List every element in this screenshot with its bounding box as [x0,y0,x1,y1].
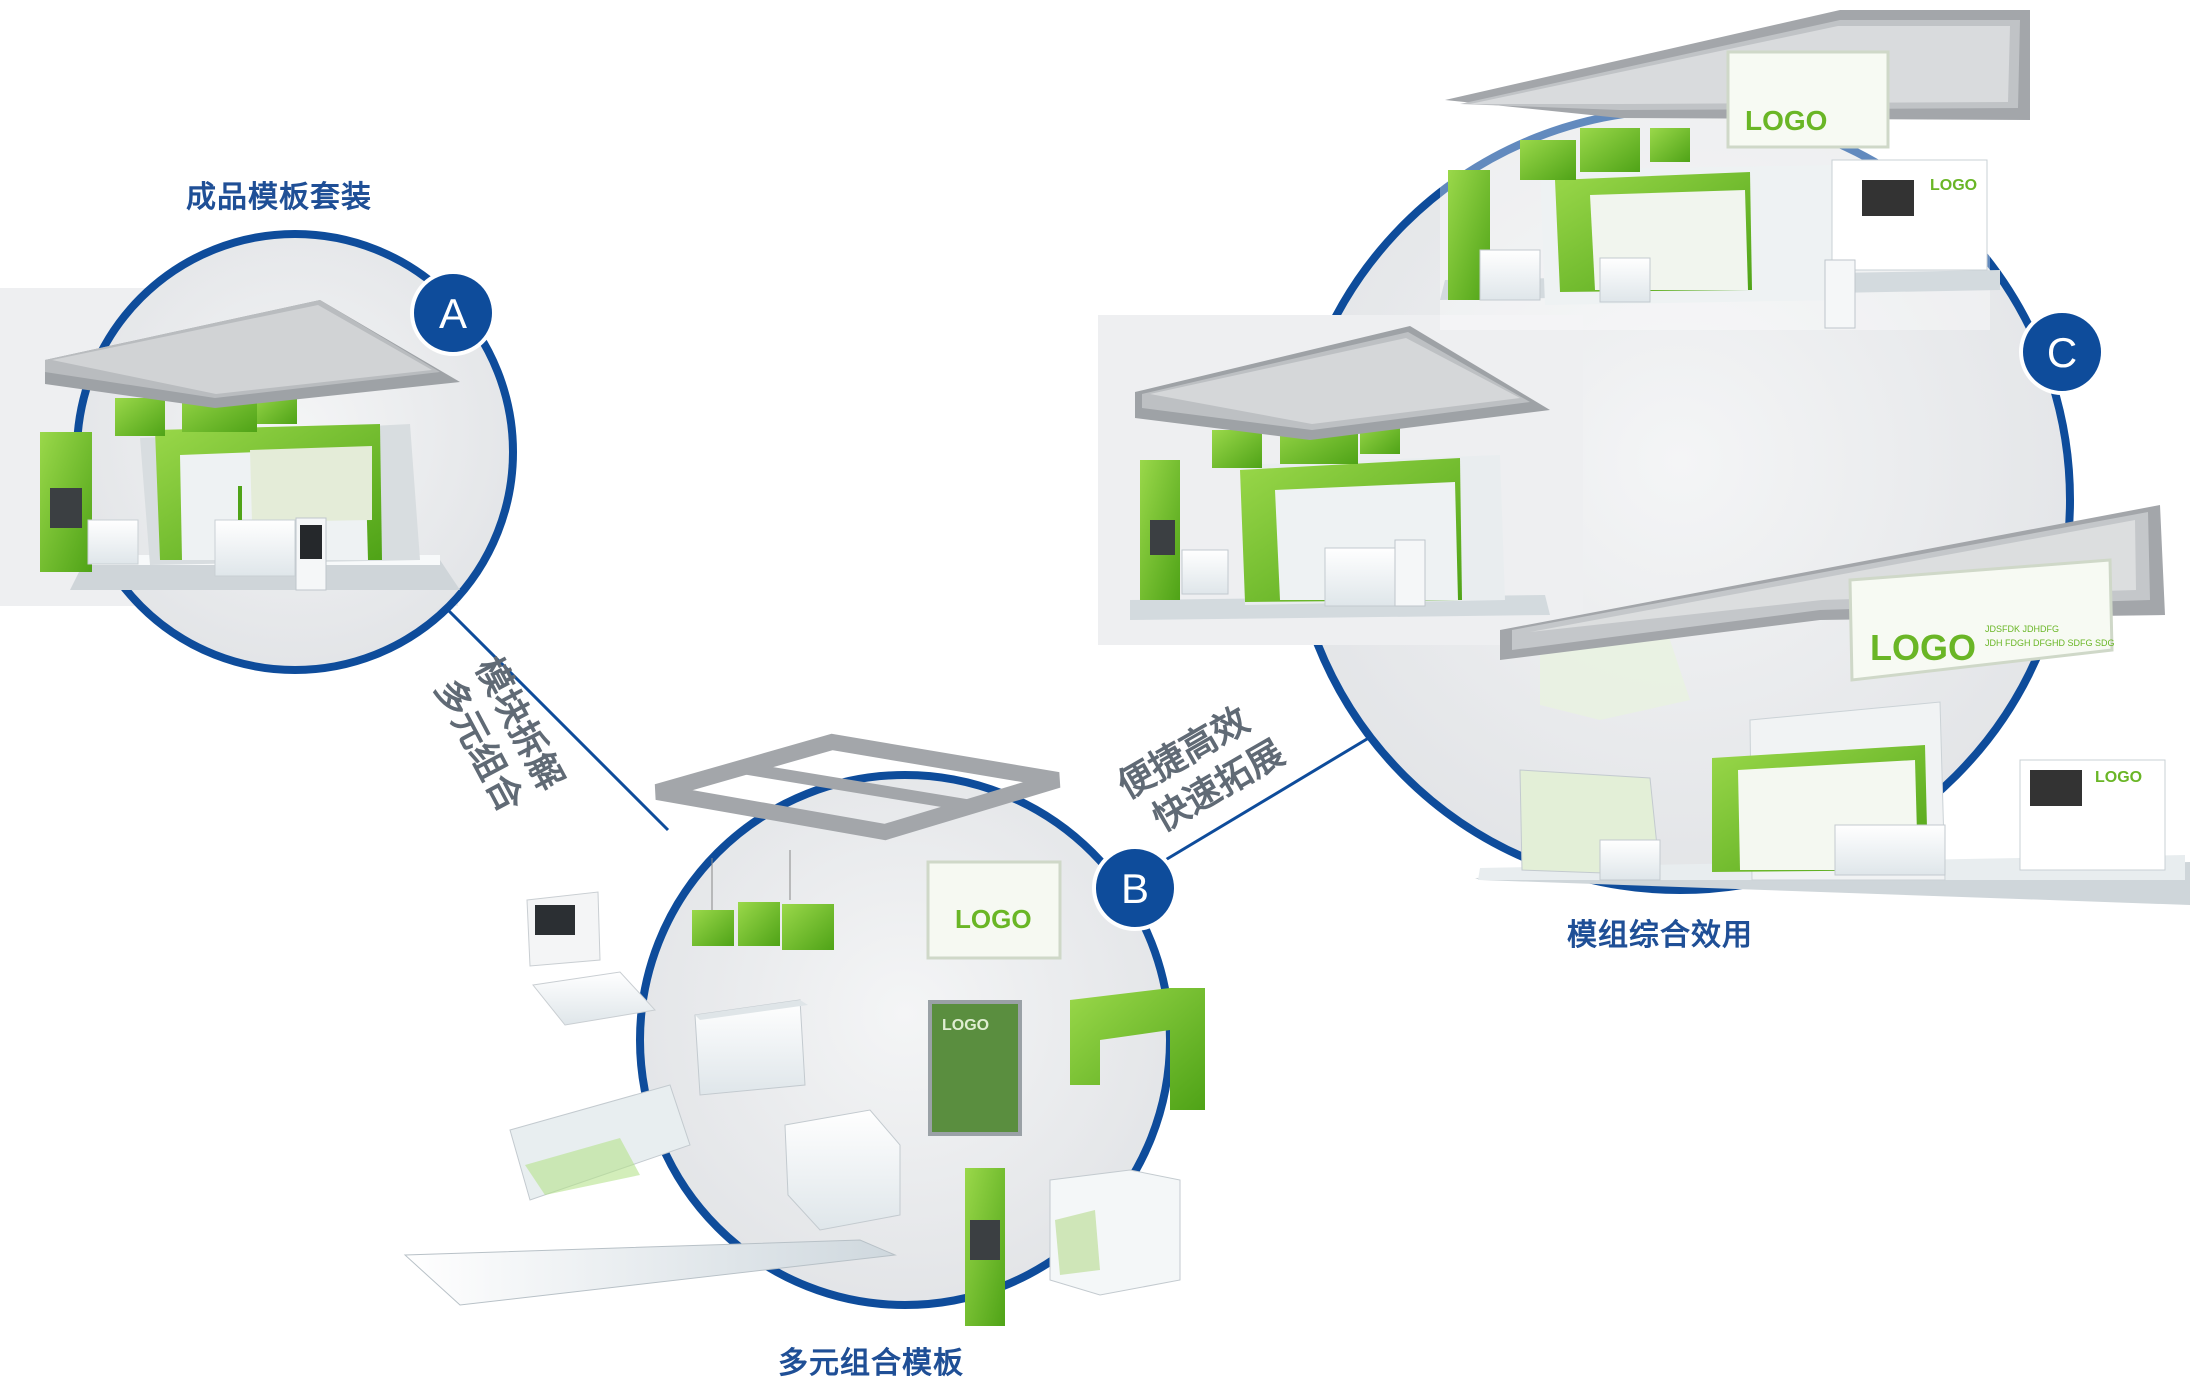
info-desk-module [784,1109,901,1231]
booth-c-large-lightbox-tagline1: JDSFDK JDHDFG [1985,624,2059,634]
booth-c-large-illustration: LOGO LOGO JDSFDK JDHDFG JDH FDGH DFGHD S… [1475,505,2190,905]
caption-b: 多元组合模板 [778,1346,964,1381]
showcase-module [509,1084,691,1201]
green-arch-module [1070,988,1205,1110]
badge-c [2019,309,2105,395]
connector-line-ab [440,602,670,832]
booth-c-large-lightbox-logo: LOGO [1870,627,1976,668]
hanging-cubes-module [692,850,834,950]
truss-module [654,733,1061,841]
booth-a-illustration [40,300,460,591]
connector-line-bc [1161,722,1393,864]
booth-c-large-side-logo: LOGO [2095,769,2142,786]
section-b: LOGO LOGO [403,733,1205,1326]
banner-stand-module [965,1168,1005,1326]
section-c: LOGO LOGO [1098,0,2190,905]
display-counter-module [526,891,656,1026]
booth-c-middle-illustration [1130,326,1550,620]
booth-c-top-lightbox-logo: LOGO [1745,105,1827,136]
graphic-wall-module: LOGO [928,1000,1022,1136]
graphic-cube-module [1049,1169,1181,1296]
badge-a-label: A [439,290,467,337]
graphic-wall-logo-text: LOGO [942,1017,989,1034]
lightbox-module: LOGO [926,860,1062,960]
booth-c-top-illustration: LOGO LOGO [1440,0,2030,330]
booth-c-top-logo-text: LOGO [1930,177,1977,194]
floor-module [403,1239,897,1306]
caption-a: 成品模板套装 [186,180,372,215]
reception-counter-module [694,999,808,1096]
lightbox-logo-text: LOGO [955,904,1032,934]
booth-c-large-lightbox-tagline2: JDH FDGH DFGHD SDFG SDG [1985,638,2115,648]
badge-c-label: C [2047,329,2077,376]
badge-b-label: B [1121,865,1149,912]
badge-b [1092,845,1178,931]
section-a: A [0,230,517,674]
caption-c: 模组综合效用 [1567,918,1753,953]
badge-a [410,270,496,356]
